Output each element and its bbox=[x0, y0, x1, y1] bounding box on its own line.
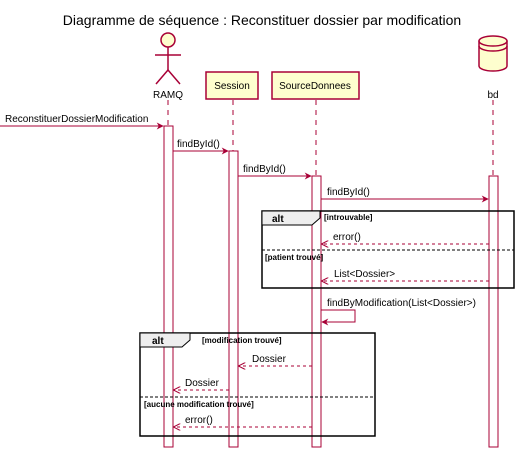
diagram-title: Diagramme de séquence : Reconstituer dos… bbox=[63, 12, 461, 28]
message-label-7: findByModification(List<Dossier>) bbox=[327, 298, 476, 309]
activation-source bbox=[311, 175, 322, 448]
alt-frame-2: alt [modification trouvé] [aucune modifi… bbox=[139, 332, 376, 437]
participant-session: Session bbox=[205, 71, 259, 100]
database-icon bbox=[478, 41, 508, 72]
participant-bd: bd bbox=[478, 35, 508, 101]
message-label-6: List<Dossier> bbox=[334, 269, 395, 280]
actor-icon bbox=[160, 32, 176, 48]
participant-bd-label: bd bbox=[487, 90, 498, 101]
participant-source: SourceDonnees bbox=[271, 71, 360, 100]
message-label-5: error() bbox=[333, 232, 361, 243]
message-label-8: Dossier bbox=[252, 354, 287, 365]
participant-source-label: SourceDonnees bbox=[279, 81, 351, 92]
actor-ramq: RAMQ bbox=[153, 32, 183, 101]
activation-bd bbox=[488, 175, 499, 448]
lifelines bbox=[167, 100, 494, 447]
alt-2-keyword: alt bbox=[152, 336, 164, 347]
message-label-1: ReconstituerDossierModification bbox=[5, 114, 148, 125]
participant-session-label: Session bbox=[214, 81, 250, 92]
alt-1-keyword: alt bbox=[272, 214, 284, 225]
message-label-10: error() bbox=[185, 415, 213, 426]
participant-ramq-label: RAMQ bbox=[153, 90, 183, 101]
message-label-4: findById() bbox=[327, 187, 370, 198]
activation-ramq bbox=[163, 125, 174, 448]
message-label-2: findById() bbox=[177, 139, 220, 150]
alt-2-guard-1: [modification trouvé] bbox=[202, 336, 282, 345]
alt-1-guard-1: [introuvable] bbox=[324, 213, 373, 222]
message-arrow-7-self bbox=[321, 309, 356, 326]
alt-frame-1: alt [introuvable] [patient trouvé] bbox=[261, 210, 515, 289]
alt-1-guard-2: [patient trouvé] bbox=[265, 253, 324, 262]
activation-session bbox=[228, 150, 239, 448]
message-label-3: findById() bbox=[243, 164, 286, 175]
alt-2-guard-2: [aucune modification trouvé] bbox=[144, 400, 254, 409]
message-label-9: Dossier bbox=[185, 378, 220, 389]
